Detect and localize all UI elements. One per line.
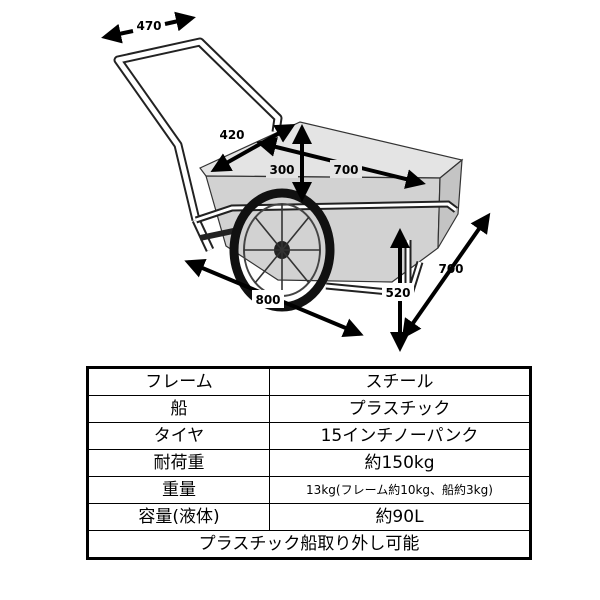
cart-diagram: 470 420 300 700 800 520 700 [101, 11, 491, 352]
spec-label: 耐荷重 [87, 449, 270, 477]
spec-label: 重量 [87, 476, 270, 504]
spec-label: タイヤ [87, 422, 270, 450]
spec-value: 15インチノーパンク [269, 422, 531, 450]
spec-row-capacity: 容量(液体) 約90L [87, 503, 531, 531]
spec-row-bed: 船 プラスチック [87, 395, 531, 423]
spec-row-frame: フレーム スチール [87, 367, 531, 396]
spec-value: プラスチック [269, 395, 531, 423]
spec-label: 容量(液体) [87, 503, 270, 531]
dimension-labels: 470 420 300 700 800 520 700 [134, 16, 464, 308]
spec-table: フレーム スチール 船 プラスチック タイヤ 15インチノーパンク 耐荷重 約1… [86, 366, 532, 560]
dim-ground-height: 520 [385, 286, 410, 300]
spec-label: フレーム [87, 367, 270, 396]
spec-label: 船 [87, 395, 270, 423]
spec-row-weight: 重量 13kg(フレーム約10kg、船約3kg) [87, 476, 531, 504]
wheel [229, 188, 335, 312]
spec-value: 13kg(フレーム約10kg、船約3kg) [269, 476, 531, 504]
dim-bed-depth: 420 [219, 128, 244, 142]
spec-row-tire: タイヤ 15インチノーパンク [87, 422, 531, 450]
dim-overall-width: 700 [438, 262, 463, 276]
spec-value: 約90L [269, 503, 531, 531]
dim-overall-length: 800 [255, 293, 280, 307]
spec-footer-row: プラスチック船取り外し可能 [87, 530, 531, 559]
dim-handle-width: 470 [136, 19, 161, 33]
spec-value: 約150kg [269, 449, 531, 477]
spec-footer: プラスチック船取り外し可能 [87, 530, 531, 559]
dimension-arrows [101, 11, 491, 352]
dim-bed-length: 700 [333, 163, 358, 177]
dim-bed-height: 300 [269, 163, 294, 177]
spec-row-load: 耐荷重 約150kg [87, 449, 531, 477]
spec-value: スチール [269, 367, 531, 396]
